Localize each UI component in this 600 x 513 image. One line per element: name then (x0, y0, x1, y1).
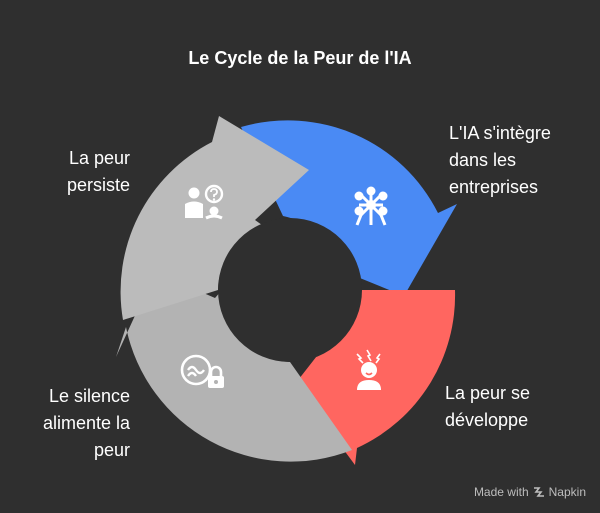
step-label-fear-develops: La peur se développe (445, 383, 531, 430)
diagram-title: Le Cycle de la Peur de l'IA (188, 48, 412, 68)
silence-lock-icon (180, 354, 224, 388)
segment-silence-feeds-fear (116, 272, 352, 462)
napkin-logo-icon (533, 487, 544, 497)
napkin-watermark[interactable]: Made with Napkin (474, 485, 586, 499)
step-label-ia-integration: L'IA s'intègre dans les entreprises (449, 123, 551, 197)
napkin-brand: Napkin (548, 485, 586, 499)
stressed-person-icon (356, 349, 381, 390)
cycle-center (218, 218, 362, 362)
atomium-icon (354, 186, 388, 226)
step-label-silence: Le silence alimente la peur (42, 386, 130, 460)
made-with-text: Made with (473, 485, 529, 499)
segment-fear-persists (120, 116, 309, 320)
confused-people-icon (185, 184, 224, 220)
step-label-fear-persists: La peur persiste (66, 148, 130, 195)
